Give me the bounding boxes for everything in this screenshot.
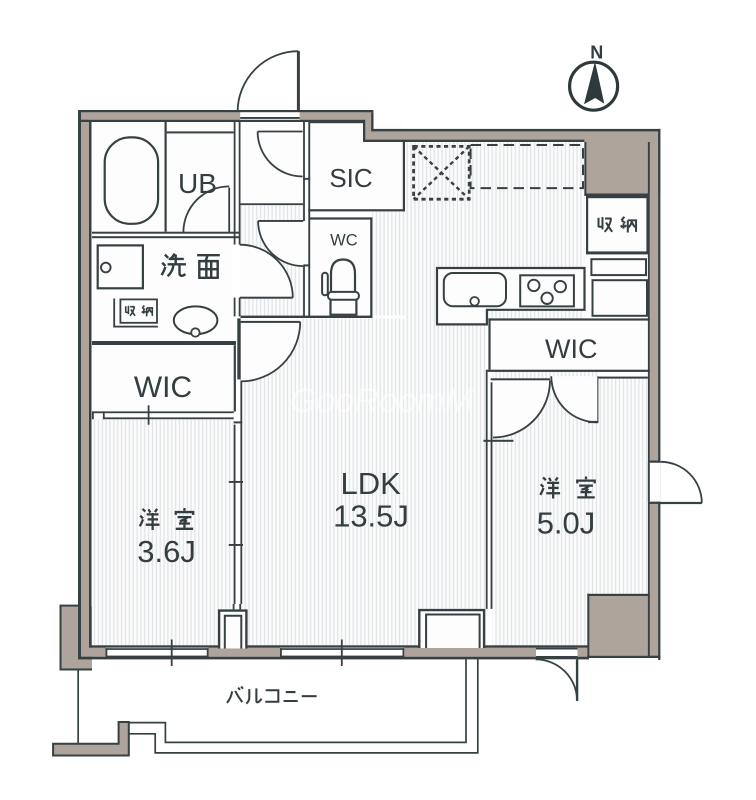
svg-text:WIC: WIC	[545, 334, 597, 364]
svg-text:N: N	[590, 42, 603, 62]
svg-text:13.5J: 13.5J	[333, 498, 409, 533]
svg-text:GooRoomM: GooRoomM	[290, 382, 474, 420]
svg-text:5.0J: 5.0J	[537, 506, 596, 541]
svg-text:UB: UB	[178, 168, 217, 199]
svg-text:SIC: SIC	[329, 163, 372, 193]
svg-text:3.6J: 3.6J	[137, 534, 196, 569]
svg-text:LDK: LDK	[341, 466, 402, 501]
svg-text:WIC: WIC	[134, 371, 192, 404]
svg-text:WC: WC	[330, 232, 358, 250]
